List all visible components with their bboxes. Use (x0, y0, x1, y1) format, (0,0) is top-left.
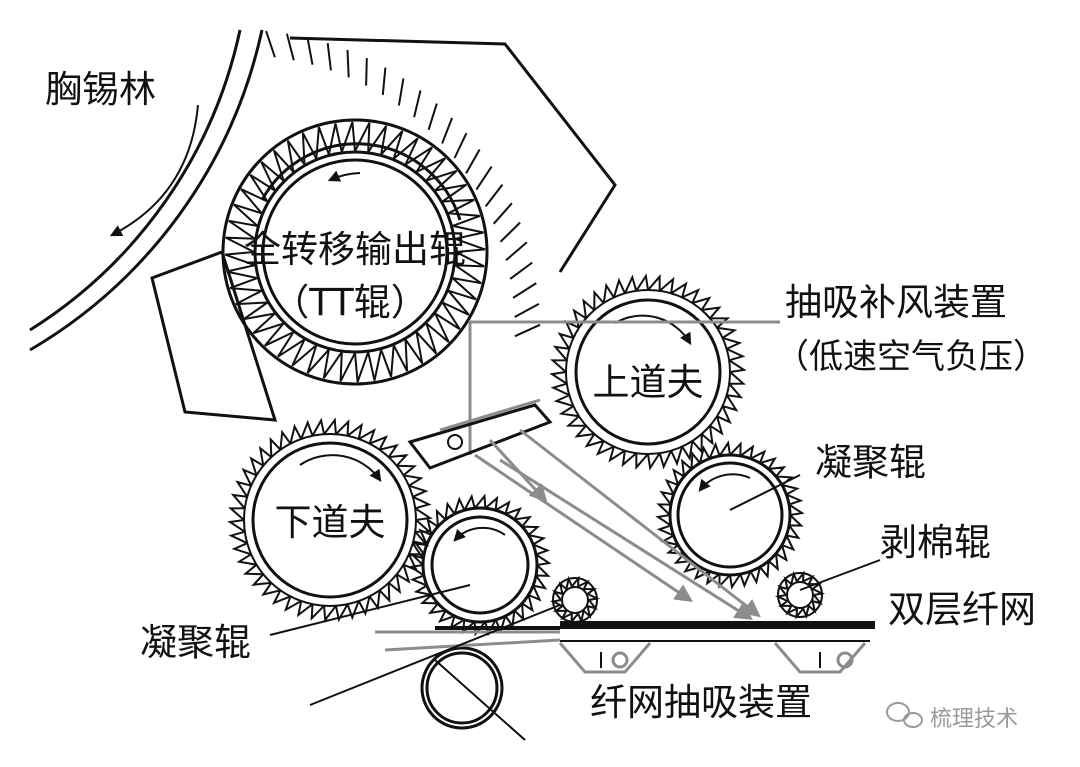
lower-doffer-rotation-arrow (299, 454, 382, 482)
lower-condenser-rotation-arrow (453, 526, 506, 542)
cylinder (29, 29, 541, 352)
label-upper-condenser: 凝聚辊 (815, 441, 926, 484)
wechat-icon (886, 702, 923, 728)
ld-teeth (227, 417, 433, 623)
tt-rotation-arrow (327, 170, 361, 182)
watermark: 梳理技术 (886, 702, 1018, 732)
ud-teeth (549, 273, 747, 471)
tt-teeth (224, 121, 486, 383)
leader-lines (269, 474, 881, 741)
label-upper-doffer: 上道夫 (593, 361, 704, 404)
stripper-roller-right (774, 570, 826, 620)
web-suction-boxes (558, 642, 867, 674)
label-lower-condenser: 凝聚辊 (140, 621, 251, 664)
label-web: 双层纤网 (888, 588, 1036, 631)
label-stripper: 剥棉辊 (880, 521, 991, 564)
cover-plates (150, 36, 617, 422)
cylinder-teeth (265, 30, 541, 338)
tt-roller (221, 118, 489, 386)
label-lower-doffer: 下道夫 (275, 501, 386, 544)
upper-condenser (655, 440, 805, 590)
label-web-suction: 纤网抽吸装置 (590, 681, 812, 724)
label-suction-device: 抽吸补风装置 (785, 281, 1007, 324)
fiber-web (435, 621, 875, 642)
label-tt-roller-name: 全转移输出辊 (244, 228, 466, 271)
srr-teeth (774, 570, 826, 620)
bottom-roller (420, 646, 504, 730)
stripper-roller-left (549, 575, 601, 625)
suction-device (407, 320, 780, 470)
label-tt-roller-abbr: （TT辊） (272, 281, 428, 324)
upper-doffer (549, 273, 747, 471)
uc-teeth (655, 440, 805, 590)
airflow-lines (375, 428, 761, 652)
upper-condenser-rotation-arrow (698, 473, 751, 492)
watermark-text: 梳理技术 (930, 707, 1018, 732)
cylinder-rotation-arrow (109, 104, 199, 237)
label-suction-note: （低速空气负压） (775, 337, 1047, 377)
lower-condenser (408, 493, 552, 637)
lower-doffer (227, 417, 433, 623)
upper-doffer-rotation-arrow (614, 314, 692, 346)
label-cylinder: 胸锡林 (45, 68, 156, 111)
